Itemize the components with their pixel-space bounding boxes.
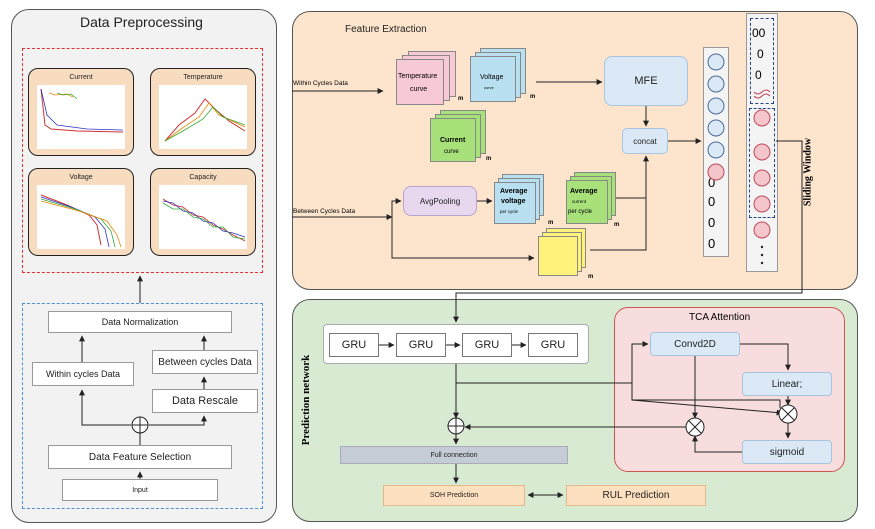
avg-current-label-2: current xyxy=(572,199,587,204)
avg-voltage-stack-front xyxy=(494,182,536,224)
avg-current-stack-front xyxy=(566,180,608,224)
voltage-curve-label: Voltage xyxy=(480,74,504,81)
window-top-frame xyxy=(750,18,774,104)
column-digit: 0 xyxy=(708,215,716,230)
avg-current-label-3: per cycle xyxy=(568,209,593,215)
preprocessing-steps-group xyxy=(22,303,263,509)
window-digit: 0 xyxy=(757,47,764,61)
temperature-plot xyxy=(159,85,247,149)
current-stack-front xyxy=(430,118,476,162)
voltage-thumbnail-label: Voltage xyxy=(69,174,93,181)
between-cycles-data-box: Between cycles Data xyxy=(152,350,258,374)
temperature-thumbnail-label: Temperature xyxy=(183,74,223,81)
current-thumbnail: Current xyxy=(28,68,134,156)
full-connection-box: Full connection xyxy=(340,446,568,464)
gru-cell: GRU xyxy=(396,333,446,357)
capacity-thumbnail: Capacity xyxy=(150,168,256,256)
sigmoid-box: sigmoid xyxy=(742,440,832,464)
current-curve-label: Current xyxy=(440,137,466,144)
within-cycles-label: Within Cycles Data xyxy=(293,80,348,87)
data-normalization-box: Data Normalization xyxy=(48,311,232,333)
temperature-curve-label-2: curve xyxy=(410,86,428,93)
gru-cell: GRU xyxy=(528,333,578,357)
voltage-stack-front xyxy=(470,56,516,102)
convd2d-box: Convd2D xyxy=(650,332,740,356)
data-rescale-box: Data Rescale xyxy=(152,389,258,413)
raw-curves-group xyxy=(22,48,263,273)
yellow-m-label: m xyxy=(588,274,594,280)
voltage-curve-label-2: curve xyxy=(484,85,494,90)
avg-current-m-label: m xyxy=(614,222,620,228)
capacity-plot xyxy=(159,185,247,249)
data-feature-selection-box: Data Feature Selection xyxy=(48,445,232,469)
temperature-curve-label: Temperature xyxy=(398,73,438,80)
column-digit: 0 xyxy=(708,194,716,209)
preprocessing-title: Data Preprocessing xyxy=(80,14,203,30)
gru-cell: GRU xyxy=(462,333,512,357)
window-digit: 00 xyxy=(752,26,766,40)
current-m-label: m xyxy=(486,156,492,162)
avg-current-label: Average xyxy=(570,188,598,195)
voltage-plot xyxy=(37,185,125,249)
voltage-m-label: m xyxy=(530,94,536,100)
within-cycles-data-box: Within cycles Data xyxy=(32,362,134,386)
yellow-stack-front xyxy=(538,236,578,276)
window-bottom-frame xyxy=(749,108,775,218)
avg-voltage-label-3: per cycle xyxy=(500,209,519,214)
capacity-thumbnail-label: Capacity xyxy=(189,174,217,181)
tca-attention-title: TCA Attention xyxy=(689,312,751,323)
gru-cell: GRU xyxy=(329,333,379,357)
avg-voltage-label-2: voltage xyxy=(501,198,526,205)
window-digit: 0 xyxy=(755,68,762,82)
temperature-stack-front xyxy=(396,59,444,105)
column-digit: 0 xyxy=(708,175,716,190)
current-curve-label-2: curve xyxy=(444,149,459,155)
current-plot xyxy=(37,85,125,149)
voltage-thumbnail: Voltage xyxy=(28,168,134,256)
avgpooling-box: AvgPooling xyxy=(403,186,477,216)
temperature-thumbnail: Temperature xyxy=(150,68,256,156)
rul-prediction-box: RUL Prediction xyxy=(566,485,706,506)
soh-prediction-box: SOH Prediction xyxy=(383,485,525,506)
avg-voltage-m-label: m xyxy=(548,220,554,226)
linear-box: Linear; xyxy=(742,372,832,396)
avg-voltage-label: Average xyxy=(500,188,528,195)
input-box: Input xyxy=(62,479,218,501)
between-cycles-label: Between Cycles Data xyxy=(293,208,356,215)
concat-box: concat xyxy=(622,128,668,154)
temperature-m-label: m xyxy=(458,96,464,102)
column-digit: 0 xyxy=(708,236,716,251)
current-thumbnail-label: Current xyxy=(69,74,93,81)
mfe-box: MFE xyxy=(604,56,688,106)
feature-extraction-title: Feature Extraction xyxy=(345,24,427,35)
